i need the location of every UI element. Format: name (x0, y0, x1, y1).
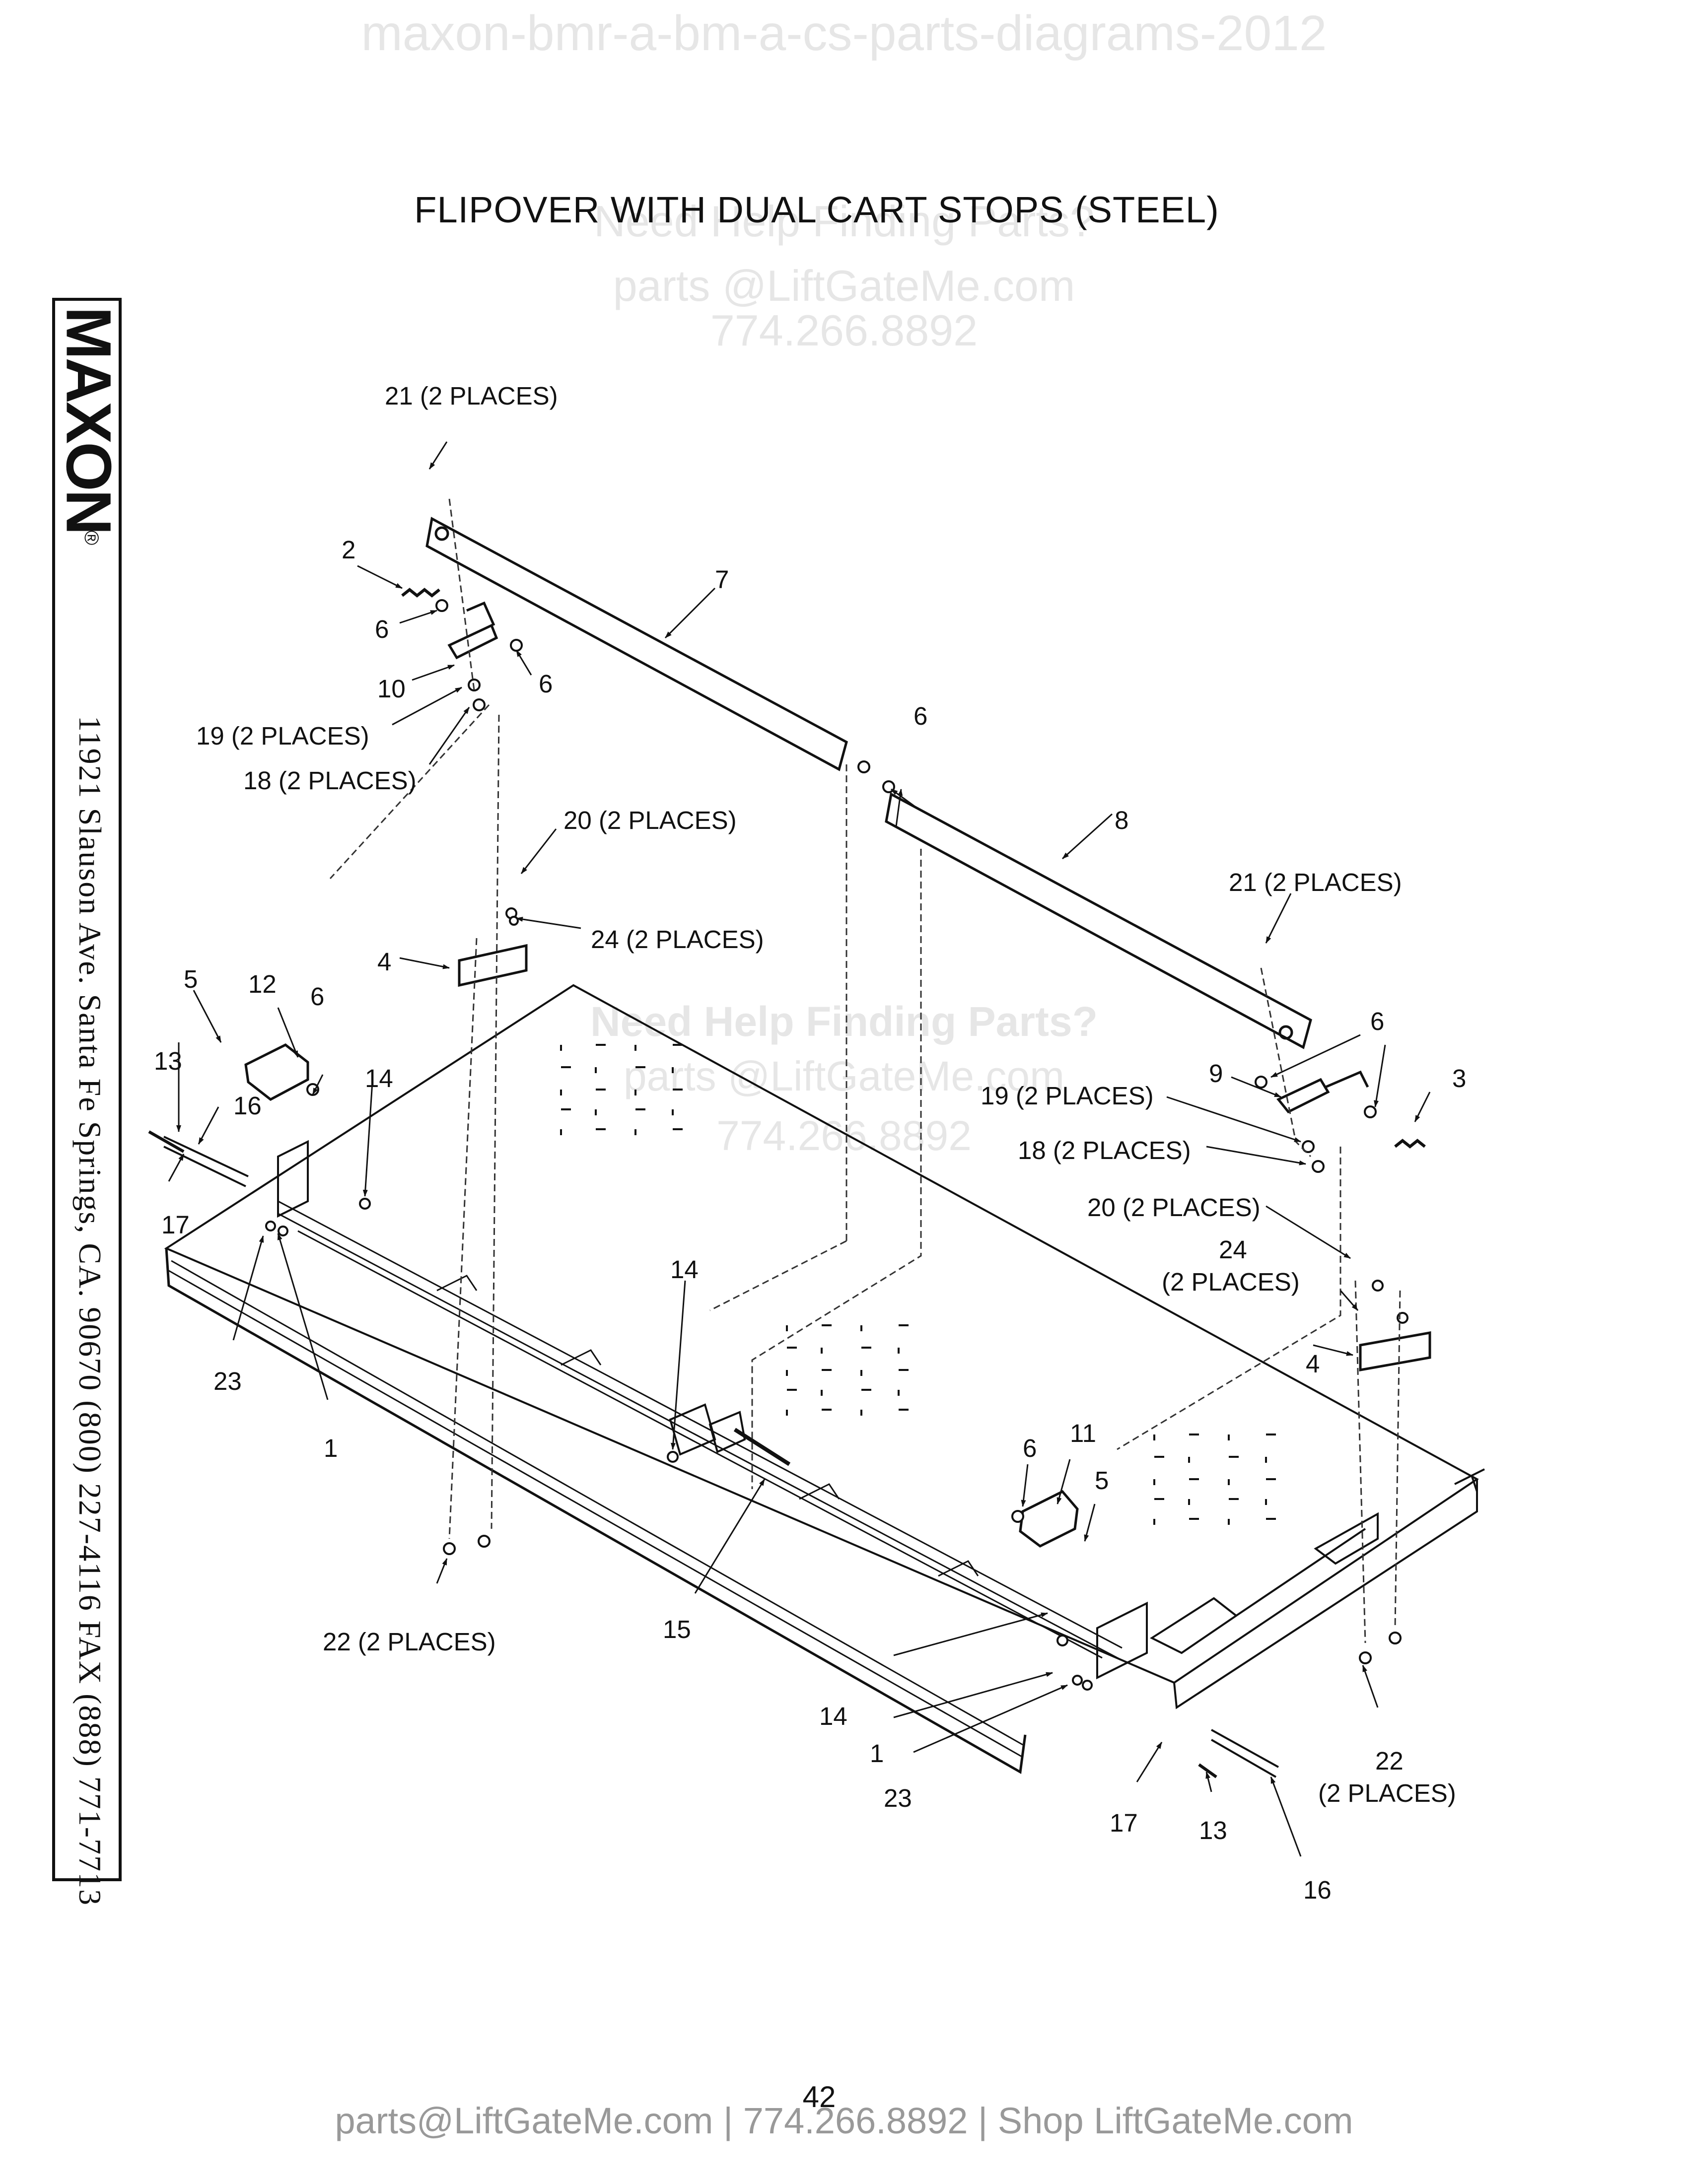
watermark-phone-line: 774.266.8892 (710, 306, 978, 355)
callout-11: 11 (1070, 1419, 1096, 1447)
callout-15: 15 (663, 1615, 691, 1643)
front-rail (168, 1260, 1023, 1758)
leader-lines (168, 441, 1431, 1857)
hole-patterns (560, 1044, 1276, 1525)
callout-9: 9 (1209, 1059, 1223, 1088)
page-title: FLIPOVER WITH DUAL CART STOPS (STEEL) (414, 189, 1219, 230)
callout-6-pad-right: 6 (1023, 1434, 1037, 1462)
platform-top-surface (164, 984, 1479, 1684)
spring-2 (401, 588, 440, 598)
callout-6-upper-left: 6 (375, 615, 389, 643)
callout-23-left: 23 (213, 1367, 242, 1395)
cross-brace (436, 1275, 979, 1577)
callout-18-right: 18 (2 PLACES) (1018, 1136, 1191, 1164)
callout-5-left: 5 (184, 965, 198, 993)
center-hinge-pin (733, 1428, 791, 1466)
mounting-block-4-left (458, 944, 528, 987)
callout-5-right: 5 (1095, 1466, 1109, 1495)
callout-13-left: 13 (154, 1047, 182, 1075)
callout-labels: 21 (2 PLACES) 2 7 6 10 6 19 (2 PLACES) 1… (154, 382, 1466, 1904)
pin-13-left (148, 1130, 185, 1153)
spring-3 (1394, 1139, 1426, 1149)
callout-13-right: 13 (1199, 1816, 1227, 1844)
callout-24-right-places: (2 PLACES) (1162, 1268, 1300, 1296)
platform-drawing (164, 984, 1485, 1774)
callout-12: 12 (248, 970, 277, 998)
company-sidebar: MAXON ® 11921 Slauson Ave. Santa Fe Spri… (52, 298, 124, 1906)
callout-23-right: 23 (884, 1784, 912, 1812)
callout-24-right: 24 (1219, 1235, 1247, 1264)
hole-grid-upper (560, 1044, 683, 1135)
callout-19-right: 19 (2 PLACES) (981, 1082, 1154, 1110)
callout-10: 10 (377, 675, 406, 703)
watermark-center-help: Need Help Finding Parts? (590, 998, 1098, 1045)
callout-4-right: 4 (1306, 1350, 1320, 1378)
callout-4-left: 4 (377, 948, 391, 976)
mounting-block-4-right (1359, 1331, 1431, 1371)
callout-7: 7 (715, 565, 729, 594)
callout-3: 3 (1452, 1064, 1466, 1092)
platform-side-edge (1173, 1479, 1478, 1709)
assembly-lines (329, 498, 1401, 1643)
callout-22-right: 22 (1375, 1747, 1404, 1775)
cart-stop-pad-11 (1019, 1490, 1079, 1548)
bar-hole (434, 526, 449, 541)
callout-1-left: 1 (324, 1434, 338, 1462)
cart-stop-hinge-9 (1276, 1070, 1369, 1114)
callout-21-right: 21 (2 PLACES) (1229, 868, 1402, 896)
footer-contact: parts@LiftGateMe.com | 774.266.8892 | Sh… (335, 2100, 1353, 2141)
platform-side-pin (1454, 1468, 1485, 1492)
bar-hole (1278, 1025, 1293, 1040)
right-arm (1149, 1528, 1366, 1654)
callout-14-left: 14 (365, 1064, 393, 1092)
watermark-help-line: Need Help Finding Parts? (594, 197, 1094, 246)
callout-24-left: 24 (2 PLACES) (591, 925, 764, 954)
right-rear-tab (1314, 1512, 1379, 1565)
pin-13-right (1198, 1763, 1217, 1778)
callout-16-left: 16 (233, 1092, 262, 1120)
callout-14-right: 14 (819, 1702, 847, 1730)
hole-grid-middle (786, 1324, 909, 1416)
callout-6-right: 6 (1370, 1007, 1384, 1035)
callout-6-pad-left: 6 (310, 982, 324, 1011)
watermark-center-phone: 774.266.8892 (716, 1112, 972, 1159)
cart-stop-bars (148, 517, 1431, 1778)
watermark-center-email: parts @LiftGateMe.com (623, 1053, 1065, 1099)
callout-22-right-places: (2 PLACES) (1318, 1779, 1456, 1807)
cart-stop-7 (425, 517, 848, 771)
pin-16-left (163, 1136, 249, 1187)
callout-6-upper-right: 6 (539, 670, 553, 698)
callout-17-left: 17 (161, 1211, 190, 1239)
callout-1-right: 1 (870, 1739, 884, 1768)
left-hinge-bracket (277, 1140, 309, 1218)
callout-2: 2 (342, 536, 355, 564)
center-hinge-block (669, 1403, 746, 1456)
cart-stop-pad-12 (244, 1043, 309, 1101)
hinge-tube-lower (297, 1230, 1103, 1659)
hole-grid-right (1153, 1433, 1276, 1525)
watermark-top: maxon-bmr-a-bm-a-cs-parts-diagrams-2012 (361, 5, 1327, 61)
pin-16-right (1211, 1729, 1279, 1778)
callout-14-center: 14 (670, 1255, 699, 1284)
callout-17-right: 17 (1110, 1809, 1138, 1837)
page-number: 42 (802, 2080, 836, 2114)
cart-stop-8 (885, 792, 1312, 1049)
hardware (265, 599, 1408, 1691)
callout-18-left: 18 (2 PLACES) (243, 766, 417, 795)
right-hinge-bracket (1096, 1601, 1148, 1680)
hinge-tube (278, 1200, 1123, 1661)
cart-stop-hinge-10 (447, 601, 498, 660)
callout-22-left: 22 (2 PLACES) (323, 1628, 496, 1656)
callout-16-right: 16 (1303, 1876, 1332, 1904)
callout-20-left: 20 (2 PLACES) (563, 806, 737, 834)
watermark-email-line: parts @LiftGateMe.com (613, 261, 1075, 310)
callout-20-right: 20 (2 PLACES) (1087, 1193, 1261, 1222)
callout-8: 8 (1115, 806, 1128, 834)
callout-6-bar-joint: 6 (914, 702, 927, 730)
callout-19-left: 19 (2 PLACES) (196, 722, 369, 750)
platform-front-edge (165, 1248, 1027, 1774)
callout-21-top: 21 (2 PLACES) (385, 382, 558, 410)
